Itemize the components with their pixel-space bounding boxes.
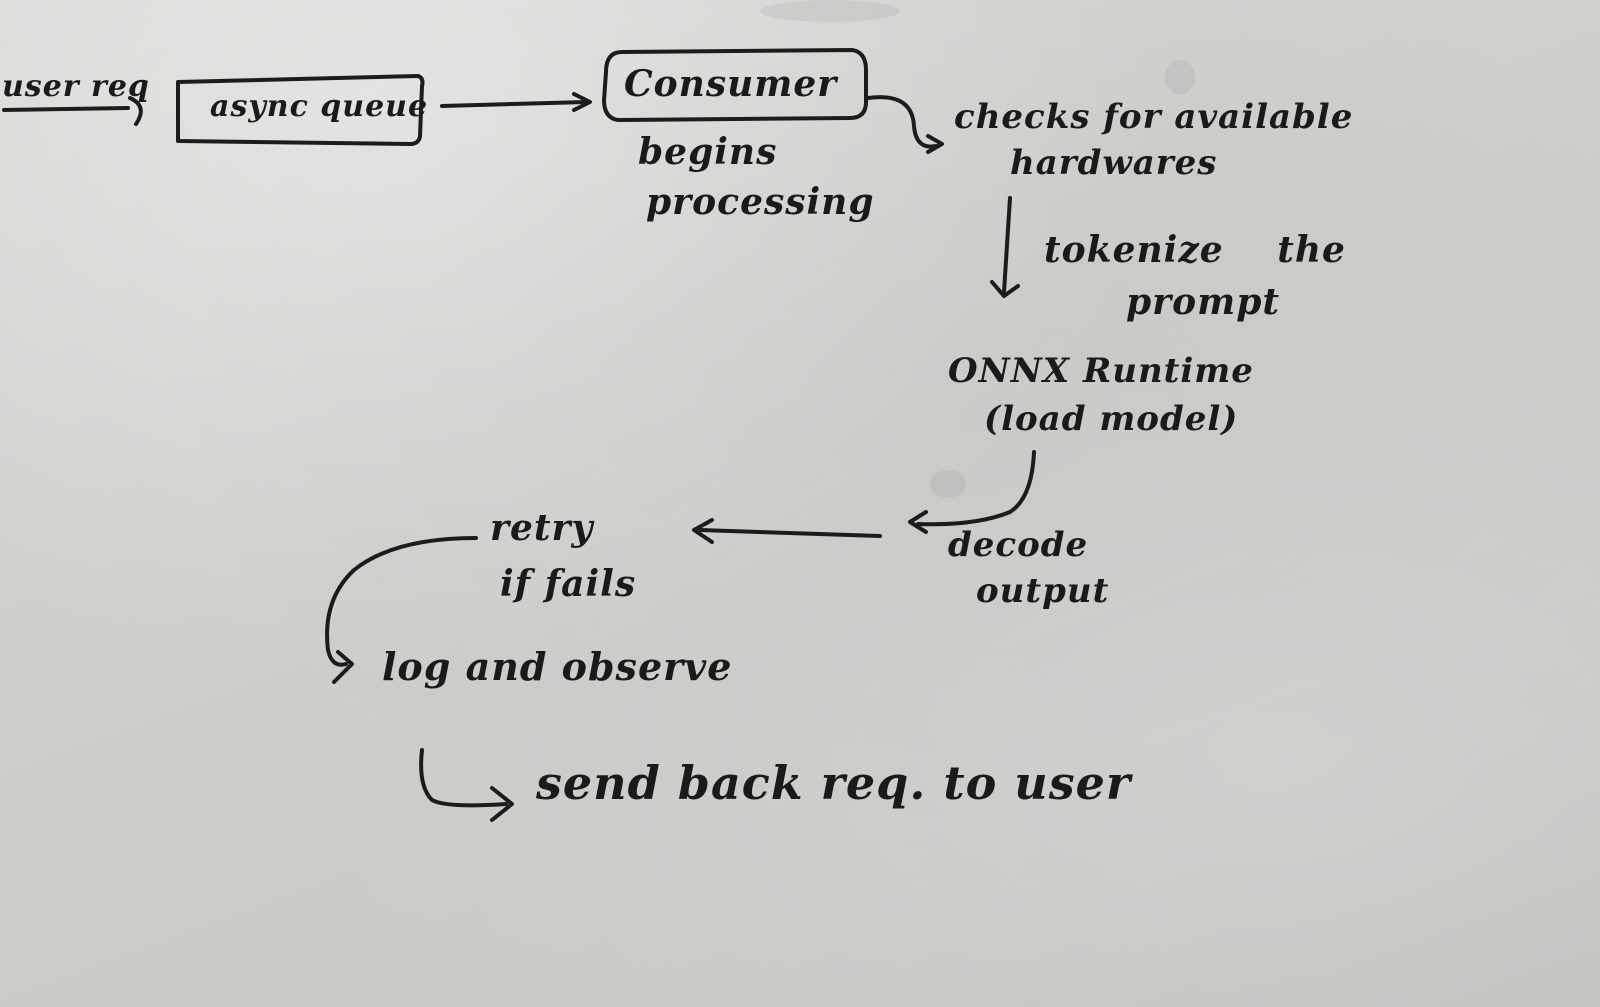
log-to-send-arrowhead [490, 786, 514, 822]
onnx-to-decode-arrowhead [908, 510, 928, 534]
queue-to-consumer-arrow [440, 100, 588, 108]
decode-to-retry-arrowhead [692, 518, 714, 544]
decode-line2: output [976, 571, 1110, 611]
user-req-arrowhead [128, 96, 143, 126]
processing-label: processing [646, 181, 875, 223]
smudge-mark [1165, 60, 1195, 94]
async-queue-box [176, 74, 425, 146]
consumer-to-checks-connector [866, 95, 938, 149]
user-req-label: user req [2, 69, 150, 104]
tokenize-line1: tokenize the [1044, 229, 1346, 271]
smudge-mark [760, 0, 900, 22]
send-back-label: send back req. to user [536, 756, 1132, 810]
onnx-runtime-line2: (load model) [984, 399, 1239, 439]
consumer-box [602, 48, 868, 122]
onnx-runtime-line1: ONNX Runtime [948, 351, 1254, 391]
tokenize-line2: prompt [1126, 281, 1281, 323]
consumer-label: Consumer [624, 63, 838, 105]
async-queue-label: async queue [210, 89, 429, 124]
retry-line1: retry [490, 507, 594, 549]
log-observe-label: log and observe [382, 644, 733, 689]
retry-to-log-connector [325, 536, 478, 667]
checks-hardware-line2: hardwares [1010, 143, 1218, 183]
down-arrow [1002, 196, 1012, 294]
retry-line2: if fails [500, 563, 637, 605]
log-to-send-connector [419, 748, 508, 808]
begins-label: begins [638, 131, 778, 173]
checks-hardware-line1: checks for available [954, 97, 1354, 137]
down-arrow-head [990, 280, 1020, 298]
decode-line1: decode [948, 525, 1089, 565]
onnx-to-decode-connector [916, 450, 1036, 527]
queue-to-consumer-arrowhead [572, 92, 592, 112]
retry-to-log-arrowhead [332, 650, 354, 684]
smudge-mark [930, 470, 966, 498]
consumer-to-checks-arrowhead [926, 134, 944, 154]
decode-to-retry-arrow [698, 528, 882, 538]
user-req-underline [2, 106, 130, 112]
